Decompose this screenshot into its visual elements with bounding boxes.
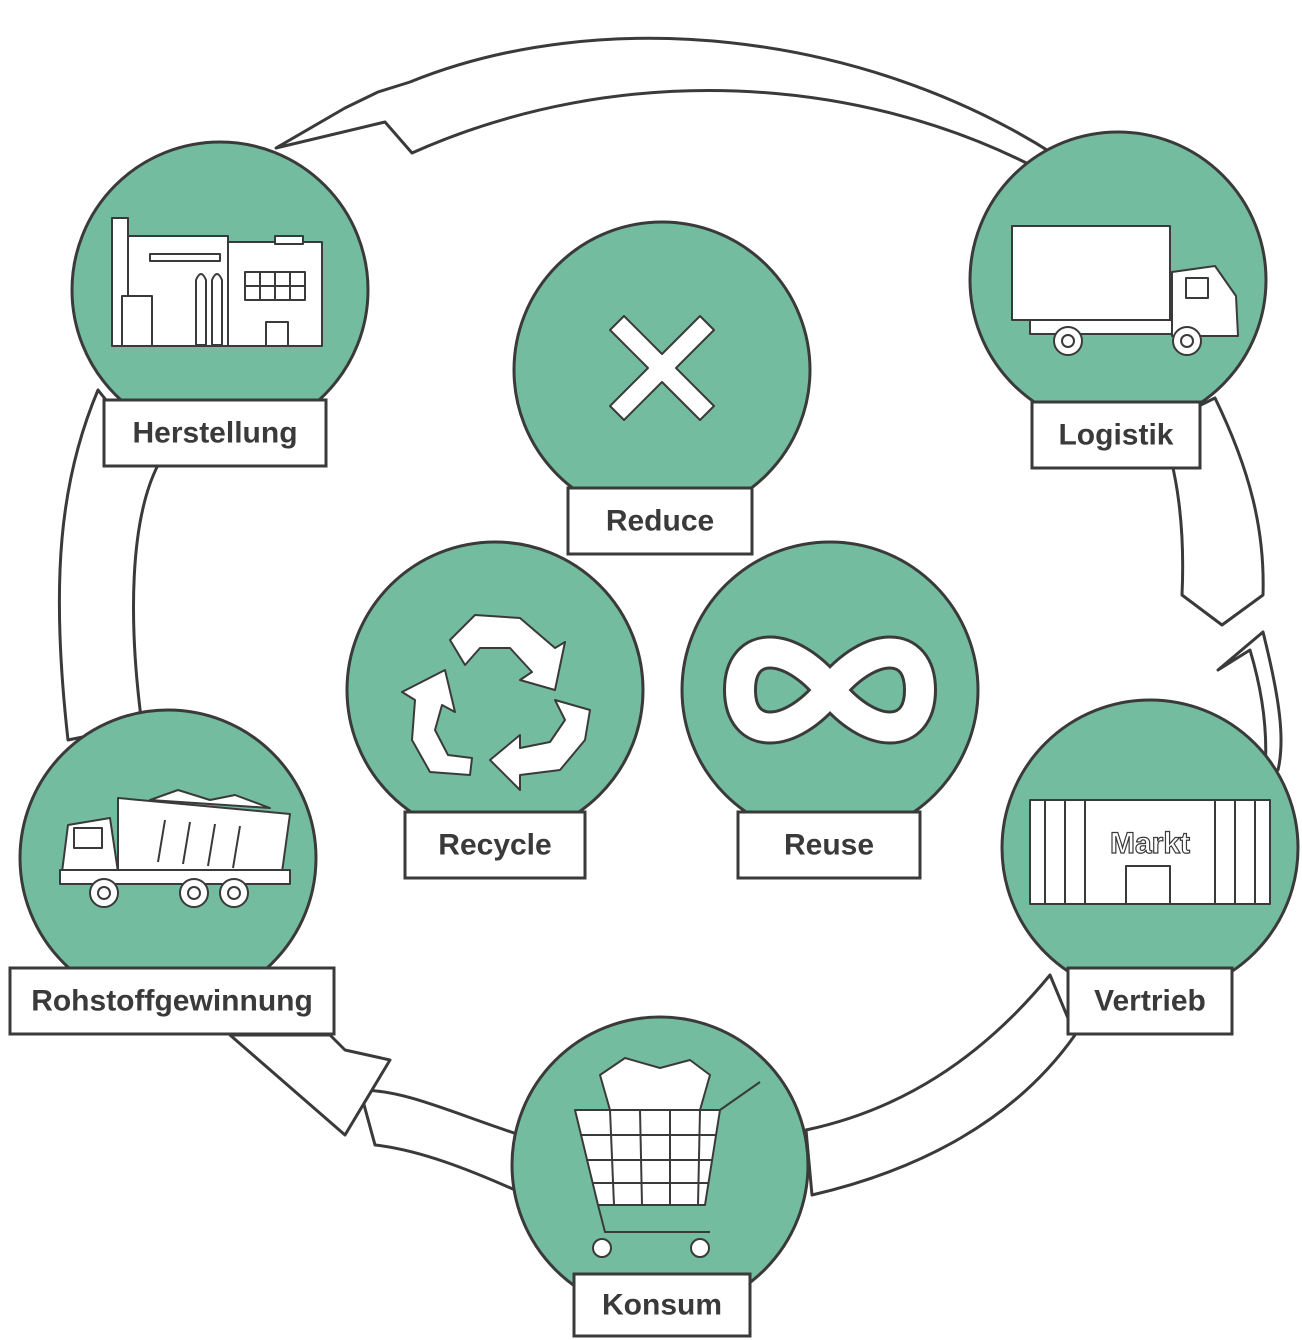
stage-vertrieb: Markt Vertrieb [1000,698,1300,1036]
stage-label: Logistik [1058,419,1173,452]
stage-label: Konsum [602,1289,722,1322]
arrow-konsum-to-rohstoff-head [228,1033,392,1137]
stage-logistik: Logistik [968,130,1268,470]
label-box [572,1272,752,1338]
center-label: Recycle [438,829,551,862]
label-box [403,810,587,880]
label-box [1066,966,1234,1036]
stage-label: Rohstoffgewinnung [31,985,313,1018]
stage-konsum: Konsum [510,1015,810,1338]
label-box [8,966,336,1036]
center-label: Reuse [784,829,874,862]
label-box [736,810,922,880]
stage-rohstoffgewinnung: Rohstoffgewinnung [8,708,336,1036]
truck-icon [1011,225,1239,356]
arrow-konsum-to-rohstoff [358,1088,522,1192]
label-box [1030,400,1202,470]
cross-icon [609,315,715,421]
market-sign: Markt [1110,827,1190,860]
stage-herstellung: Herstellung [70,140,370,468]
stage-label: Vertrieb [1094,985,1206,1018]
recycle-icon [401,614,591,791]
factory-icon [111,217,323,347]
center-reuse: Reuse [680,540,980,880]
center-reduce: Reduce [512,220,812,556]
market-store-icon [1029,799,1271,905]
node-circle [345,540,645,840]
center-label: Reduce [606,505,714,538]
arrow-vertrieb-to-konsum-lower [804,973,1077,1197]
stage-label: Herstellung [132,417,297,450]
center-recycle: Recycle [345,540,645,880]
label-box [102,398,328,468]
label-box [566,486,754,556]
shopping-cart-icon [574,1057,761,1258]
arrow-herstellung-to-logistik [274,36,1057,172]
arrow-rohstoff-to-herstellung [57,388,160,742]
dump-truck-icon [59,789,291,908]
infinity-icon [722,635,938,745]
